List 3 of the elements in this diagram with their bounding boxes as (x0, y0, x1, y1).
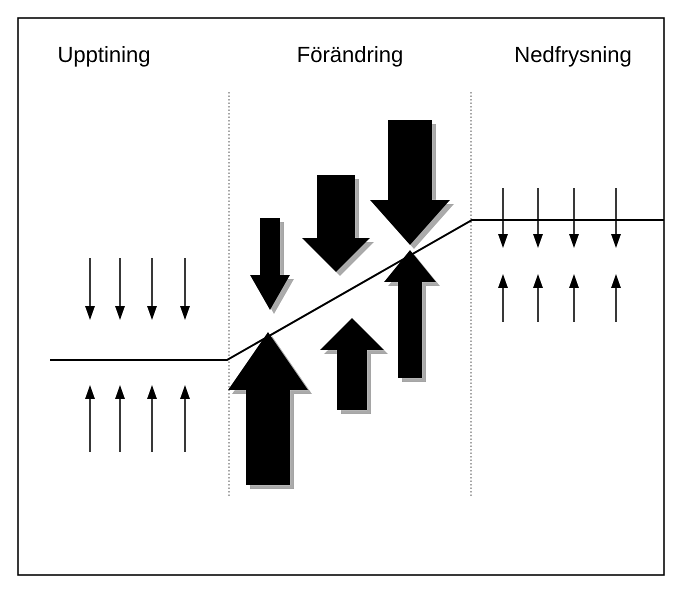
phase-heading: Nedfrysning (514, 42, 632, 68)
phase-heading: Upptining (58, 42, 150, 68)
phase-heading: Förändring (296, 42, 404, 68)
